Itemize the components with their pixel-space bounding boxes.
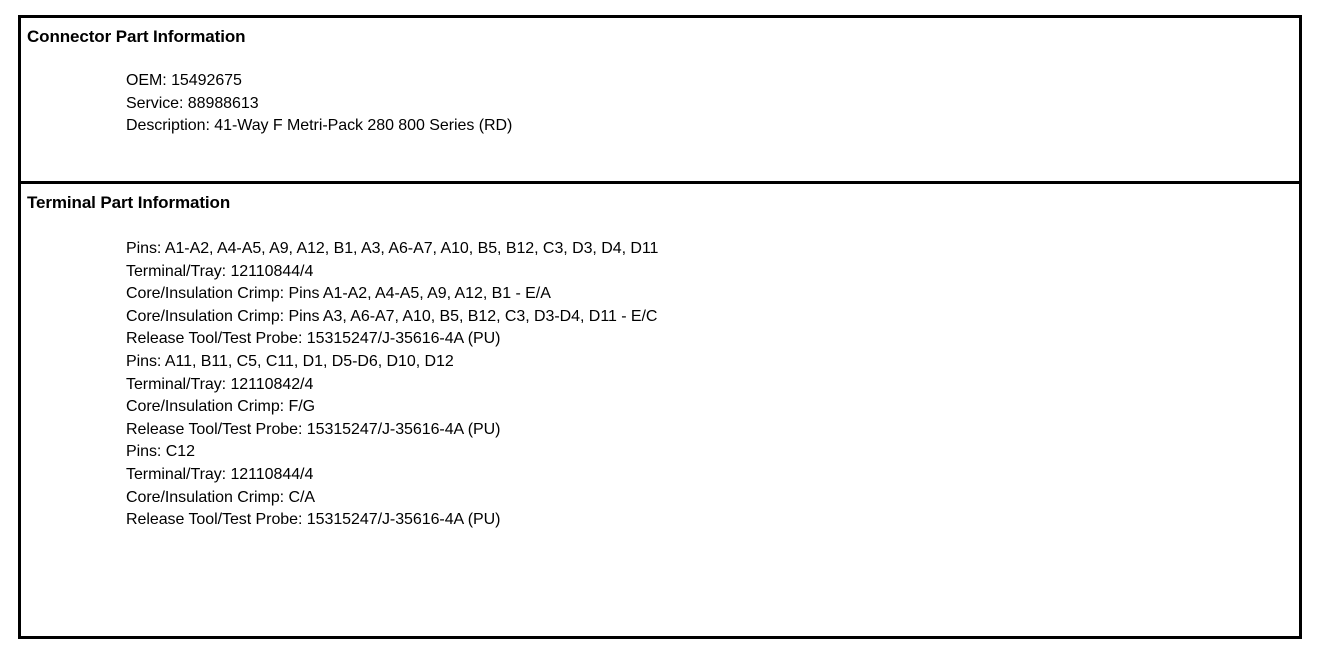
- terminal-pins-line-2: Pins: A11, B11, C5, C11, D1, D5-D6, D10,…: [126, 352, 454, 370]
- connector-oem-line: OEM: 15492675: [126, 72, 242, 89]
- terminal-release-tool-line-3: Release Tool/Test Probe: 15315247/J-3561…: [126, 511, 501, 529]
- terminal-part-information-title: Terminal Part Information: [27, 193, 231, 212]
- connector-service-line: Service: 88988613: [126, 94, 259, 112]
- terminal-crimp-line-3: Core/Insulation Crimp: F/G: [126, 398, 315, 416]
- terminal-pins-line-3: Pins: C12: [126, 443, 195, 461]
- terminal-tray-line-3: Terminal/Tray: 12110844/4: [126, 465, 314, 483]
- terminal-crimp-line-4: Core/Insulation Crimp: C/A: [126, 488, 315, 506]
- terminal-crimp-line-1: Core/Insulation Crimp: Pins A1-A2, A4-A5…: [126, 285, 551, 303]
- connector-part-information-section: Connector Part Information OEM: 15492675…: [21, 18, 1299, 184]
- terminal-crimp-line-2: Core/Insulation Crimp: Pins A3, A6-A7, A…: [126, 307, 658, 325]
- connector-part-information-title: Connector Part Information: [27, 27, 246, 46]
- terminal-part-information-section: Terminal Part Information Pins: A1-A2, A…: [21, 184, 1299, 636]
- connector-datasheet-panel: Connector Part Information OEM: 15492675…: [18, 15, 1302, 639]
- connector-description-line: Description: 41-Way F Metri-Pack 280 800…: [126, 117, 513, 135]
- connector-part-information-body: OEM: 15492675 Service: 88988613 Descript…: [21, 48, 1299, 138]
- terminal-part-information-body: Pins: A1-A2, A4-A5, A9, A12, B1, A3, A6-…: [21, 214, 1299, 532]
- terminal-tray-line-1: Terminal/Tray: 12110844/4: [126, 262, 314, 280]
- terminal-pins-line-1: Pins: A1-A2, A4-A5, A9, A12, B1, A3, A6-…: [126, 240, 659, 257]
- terminal-release-tool-line-1: Release Tool/Test Probe: 15315247/J-3561…: [126, 330, 501, 348]
- terminal-tray-line-2: Terminal/Tray: 12110842/4: [126, 375, 314, 393]
- terminal-release-tool-line-2: Release Tool/Test Probe: 15315247/J-3561…: [126, 420, 501, 438]
